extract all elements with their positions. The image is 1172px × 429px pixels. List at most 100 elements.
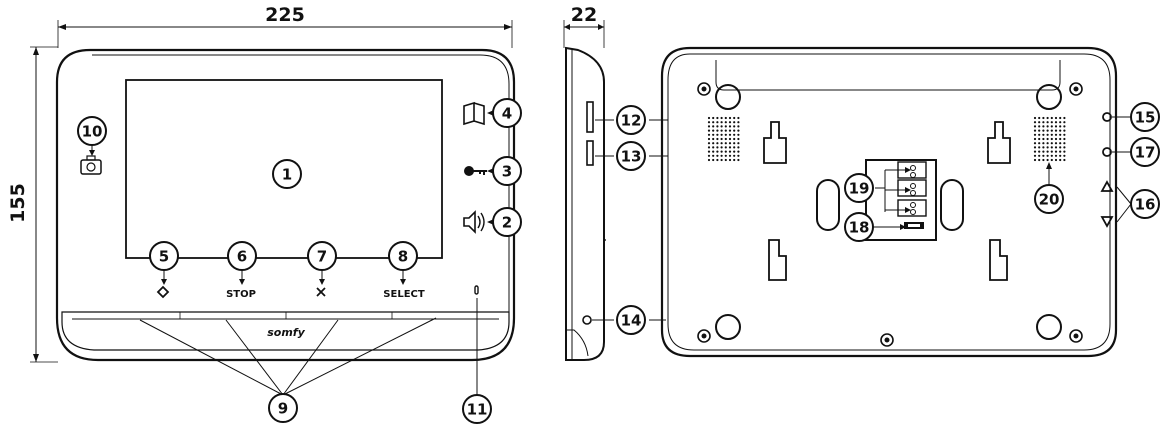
diamond-icon[interactable] xyxy=(156,285,170,299)
keyhole-slot xyxy=(768,239,787,281)
back-body xyxy=(660,46,1118,358)
grille-dot xyxy=(1059,121,1062,124)
grille-dot xyxy=(707,146,711,149)
callout-circle xyxy=(388,241,418,271)
callout-12: 12 xyxy=(616,105,646,135)
callout-15: 15 xyxy=(1130,102,1160,132)
screw xyxy=(697,82,711,96)
callout-number: 13 xyxy=(621,148,642,166)
grille-dot xyxy=(720,129,723,132)
grille-dot xyxy=(1033,154,1037,157)
side-slot-lower xyxy=(586,140,594,166)
grille-dot xyxy=(1063,116,1066,120)
grille-dot xyxy=(1038,116,1041,120)
grille-dot xyxy=(1059,125,1062,128)
callout-number: 20 xyxy=(1039,191,1060,209)
grille-dot xyxy=(1042,142,1045,145)
grille-dot xyxy=(1063,133,1066,136)
grille-dot xyxy=(1038,137,1041,141)
grille-dot xyxy=(728,137,732,141)
select-button-label[interactable]: SELECT xyxy=(383,289,425,300)
grille-dot xyxy=(1054,121,1058,124)
grille-dot xyxy=(1038,125,1041,128)
grille-dot xyxy=(707,154,711,157)
button-circle-icon[interactable] xyxy=(1102,112,1112,122)
grille-dot xyxy=(728,129,732,132)
grille-dot xyxy=(720,125,723,128)
height-dimension: 155 xyxy=(7,46,58,363)
grille-dot xyxy=(1038,121,1041,124)
grille-dot xyxy=(728,142,732,145)
callout-number: 10 xyxy=(82,123,103,141)
grille-dot xyxy=(724,129,727,132)
stop-button-label[interactable]: STOP xyxy=(226,289,256,300)
grille-dot xyxy=(1054,137,1058,141)
grille-dot xyxy=(1046,142,1049,145)
grille-dot xyxy=(1033,125,1037,128)
grille-dot xyxy=(1038,154,1041,157)
callout-8: 8 xyxy=(388,241,418,271)
book-icon[interactable] xyxy=(463,101,485,126)
grille-dot xyxy=(712,133,715,136)
grille-dot xyxy=(1033,133,1037,136)
grille-dot xyxy=(737,150,740,153)
back-view xyxy=(660,46,1118,358)
button-circle-icon[interactable] xyxy=(1102,147,1112,157)
grille-dot xyxy=(716,158,719,162)
callout-3: 3 xyxy=(492,156,522,186)
grille-dot xyxy=(712,154,715,157)
grille-dot xyxy=(712,150,715,153)
grille-dot xyxy=(1050,158,1053,162)
triangle-up-icon[interactable] xyxy=(1100,180,1114,192)
callout-13: 13 xyxy=(616,141,646,171)
camera-icon[interactable] xyxy=(80,155,102,175)
grille-dot xyxy=(733,129,736,132)
key-icon[interactable] xyxy=(464,166,487,176)
grille-dot xyxy=(1042,116,1045,120)
grille-dot xyxy=(1046,158,1049,162)
cross-icon[interactable] xyxy=(316,287,326,297)
keyhole-slot xyxy=(987,121,1011,164)
grille-dot xyxy=(733,137,736,141)
callout-11: 11 xyxy=(462,394,492,424)
speaker-icon[interactable] xyxy=(463,210,485,234)
triangle-down-icon[interactable] xyxy=(1100,216,1114,228)
grille-dot xyxy=(1059,158,1062,162)
grille-dot xyxy=(724,146,727,149)
callout-circle xyxy=(149,241,179,271)
grille-dot xyxy=(1046,154,1049,157)
grille-dot xyxy=(716,121,719,124)
grille-dot xyxy=(1054,129,1058,132)
mount-hole xyxy=(1036,314,1062,340)
grille-dot xyxy=(733,142,736,145)
grille-dot xyxy=(1033,121,1037,124)
grille-dot xyxy=(1046,125,1049,128)
callout-number: 15 xyxy=(1135,109,1156,127)
callout-number: 2 xyxy=(502,214,512,232)
grille-dot xyxy=(728,150,732,153)
callout-19: 19 xyxy=(844,173,874,203)
grille-dot xyxy=(716,137,719,141)
grille-dot xyxy=(720,146,723,149)
grille-dot xyxy=(1046,129,1049,132)
grille-dot xyxy=(1038,158,1041,162)
callout-17: 17 xyxy=(1130,137,1160,167)
grille-dot xyxy=(1033,146,1037,149)
grille-dot xyxy=(728,146,732,149)
side-view: 22 xyxy=(563,4,606,361)
callout-number: 16 xyxy=(1135,196,1156,214)
callout-number: 12 xyxy=(621,112,642,130)
grille-dot xyxy=(1042,137,1045,141)
callout-2: 2 xyxy=(492,207,522,237)
callout-number: 19 xyxy=(849,180,870,198)
front-body xyxy=(55,48,516,362)
grille-dot xyxy=(737,129,740,132)
grille-dot xyxy=(1050,121,1053,124)
grille-dot xyxy=(1054,125,1058,128)
grille-dot xyxy=(720,154,723,157)
callout-number: 8 xyxy=(398,248,408,266)
callout-circle xyxy=(1130,137,1160,167)
grille-dot xyxy=(1063,154,1066,157)
grille-dot xyxy=(1033,116,1037,120)
